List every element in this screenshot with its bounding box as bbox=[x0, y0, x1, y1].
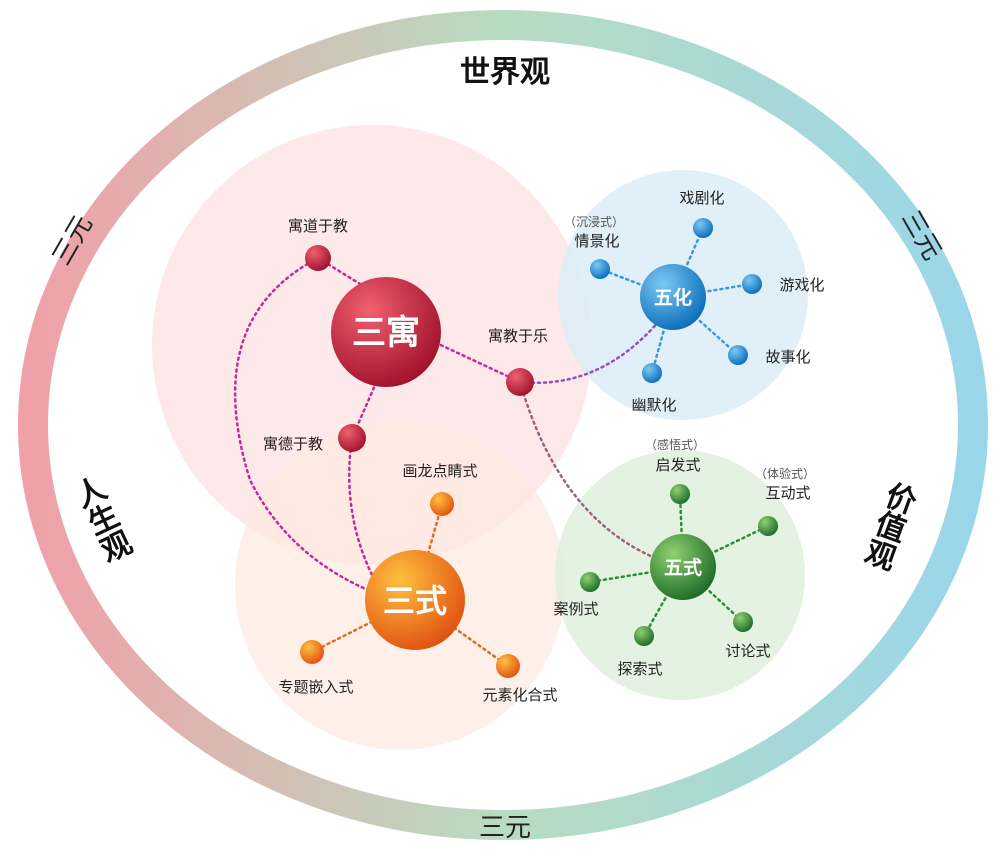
node bbox=[728, 345, 748, 365]
node-note: （感悟式） bbox=[645, 437, 705, 452]
ring-label-right: 价值观 bbox=[856, 477, 921, 574]
node-label: 情景化 bbox=[574, 232, 619, 250]
node bbox=[758, 516, 778, 536]
sanyu-hub-label: 三寓 bbox=[352, 313, 420, 353]
node bbox=[305, 245, 331, 271]
node-label: 寓道于教 bbox=[288, 217, 348, 235]
node-label: 故事化 bbox=[765, 348, 810, 366]
wushi-hub bbox=[650, 534, 716, 600]
node-label: 讨论式 bbox=[725, 642, 770, 660]
node-label: 互动式 bbox=[765, 484, 810, 502]
node bbox=[506, 368, 534, 396]
sanshi-hub-label: 三式 bbox=[383, 582, 447, 620]
link bbox=[588, 565, 685, 584]
node bbox=[580, 572, 600, 592]
wushi-hub-label: 五式 bbox=[664, 556, 702, 579]
node-label: 画龙点睛式 bbox=[402, 462, 477, 480]
node bbox=[693, 218, 713, 238]
link bbox=[347, 436, 382, 592]
node-label: 幽默化 bbox=[631, 396, 676, 414]
node bbox=[742, 274, 762, 294]
link bbox=[681, 524, 770, 569]
node bbox=[634, 626, 654, 646]
wuhua-hub bbox=[640, 264, 706, 330]
node-label: 探索式 bbox=[617, 660, 662, 678]
node-label: 寓教于乐 bbox=[488, 327, 548, 345]
node-label: 寓德于教 bbox=[263, 435, 323, 453]
link bbox=[518, 380, 662, 562]
node bbox=[733, 612, 753, 632]
node bbox=[300, 640, 324, 664]
link bbox=[428, 338, 522, 384]
link bbox=[518, 318, 662, 385]
node-label: 专题嵌入式 bbox=[278, 678, 353, 696]
node bbox=[496, 654, 520, 678]
node-label: 启发式 bbox=[655, 456, 700, 474]
sanshi-hub bbox=[365, 550, 465, 650]
ring-tag-bottom: 三元 bbox=[479, 813, 531, 843]
wuhua-hub-label: 五化 bbox=[654, 286, 692, 309]
node-note: （沉浸式） bbox=[564, 215, 624, 229]
link bbox=[233, 256, 382, 597]
node bbox=[338, 424, 366, 452]
sanyu-hub bbox=[331, 277, 441, 387]
node bbox=[590, 259, 610, 279]
node bbox=[642, 363, 662, 383]
node-label: 戏剧化 bbox=[679, 189, 724, 207]
node-label: 元素化合式 bbox=[482, 686, 557, 704]
node-note: （体验式） bbox=[755, 466, 815, 481]
ring-label-top: 世界观 bbox=[460, 55, 550, 90]
ring-label-left: 人生观 bbox=[65, 471, 136, 568]
node bbox=[430, 492, 454, 516]
node bbox=[670, 484, 690, 504]
node-label: 案例式 bbox=[553, 600, 598, 618]
node-label: 游戏化 bbox=[779, 276, 824, 294]
outer-ring bbox=[18, 10, 988, 840]
